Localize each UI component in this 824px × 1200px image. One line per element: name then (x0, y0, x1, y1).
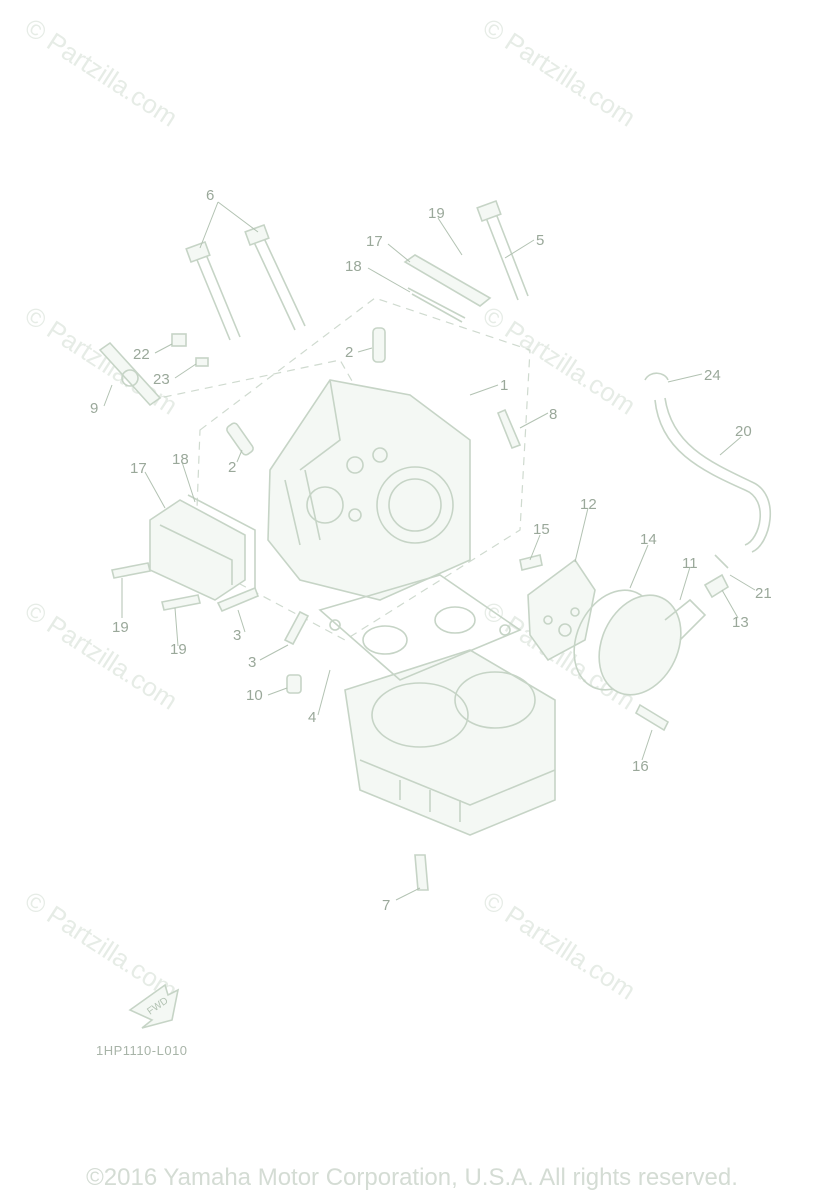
callout-number: 23 (153, 371, 170, 388)
head-bolt-left (185, 240, 241, 341)
screw-22 (171, 333, 187, 347)
dowel-pin (226, 422, 254, 456)
callout-number: 22 (133, 346, 150, 363)
callout-number: 13 (732, 614, 749, 631)
callout-number: 2 (345, 344, 353, 361)
callout-number: 2 (228, 459, 236, 476)
callout-number: 11 (682, 555, 698, 572)
diagram-code: 1HP1110-L010 (96, 1043, 188, 1058)
spark-plug (98, 341, 162, 407)
callout-number: 9 (90, 400, 98, 417)
bolt-19 (161, 594, 201, 611)
washer-23 (195, 357, 209, 367)
callout-number: 8 (549, 406, 557, 423)
callout-number: 18 (345, 258, 362, 275)
callout-number: 16 (632, 758, 649, 775)
callout-number: 17 (130, 460, 147, 477)
callout-number: 18 (172, 451, 189, 468)
cylinder-head (267, 379, 471, 601)
collar (286, 674, 302, 694)
side-cover-left (149, 494, 256, 601)
callout-number: 19 (170, 641, 187, 658)
hose-20 (654, 397, 772, 553)
callout-number: 4 (308, 709, 316, 726)
copyright-notice: ©2016 Yamaha Motor Corporation, U.S.A. A… (86, 1164, 738, 1191)
dowel-pin (372, 327, 386, 363)
bolt-16 (634, 703, 670, 732)
head-bolt-5 (476, 199, 529, 301)
callout-number: 19 (112, 619, 129, 636)
bolt-8 (496, 408, 522, 450)
callout-number: 3 (233, 627, 241, 644)
callout-number: 10 (246, 687, 263, 704)
stud-bolt (283, 610, 310, 646)
stud-bolt (216, 586, 260, 613)
clamp-21 (714, 554, 729, 569)
fwd-arrow-icon: FWD (128, 983, 180, 1029)
leader-lines (103, 201, 756, 901)
upper-cover (403, 254, 492, 323)
fitting-13 (703, 573, 730, 599)
clip-24 (644, 372, 669, 381)
callout-number: 24 (704, 367, 721, 384)
callout-number: 20 (735, 423, 752, 440)
callout-number: 15 (533, 521, 550, 538)
callout-number: 17 (366, 233, 383, 250)
cover-plate-12 (527, 558, 596, 662)
callout-number: 1 (500, 377, 508, 394)
callout-number: 21 (755, 585, 772, 602)
head-bolt-right (244, 223, 306, 331)
callout-number: 19 (428, 205, 445, 222)
housing-11 (598, 594, 707, 696)
bolt-19 (111, 562, 151, 579)
callout-number: 12 (580, 496, 597, 513)
callout-number: 3 (248, 654, 256, 671)
cylinder-gasket (318, 574, 522, 681)
callout-number: 7 (382, 897, 390, 914)
callout-number: 6 (206, 187, 214, 204)
cylinder-block (344, 649, 556, 836)
callout-number: 14 (640, 531, 657, 548)
callout-number: 5 (536, 232, 544, 249)
bolt-7 (414, 854, 429, 891)
bolt-15 (519, 554, 543, 571)
